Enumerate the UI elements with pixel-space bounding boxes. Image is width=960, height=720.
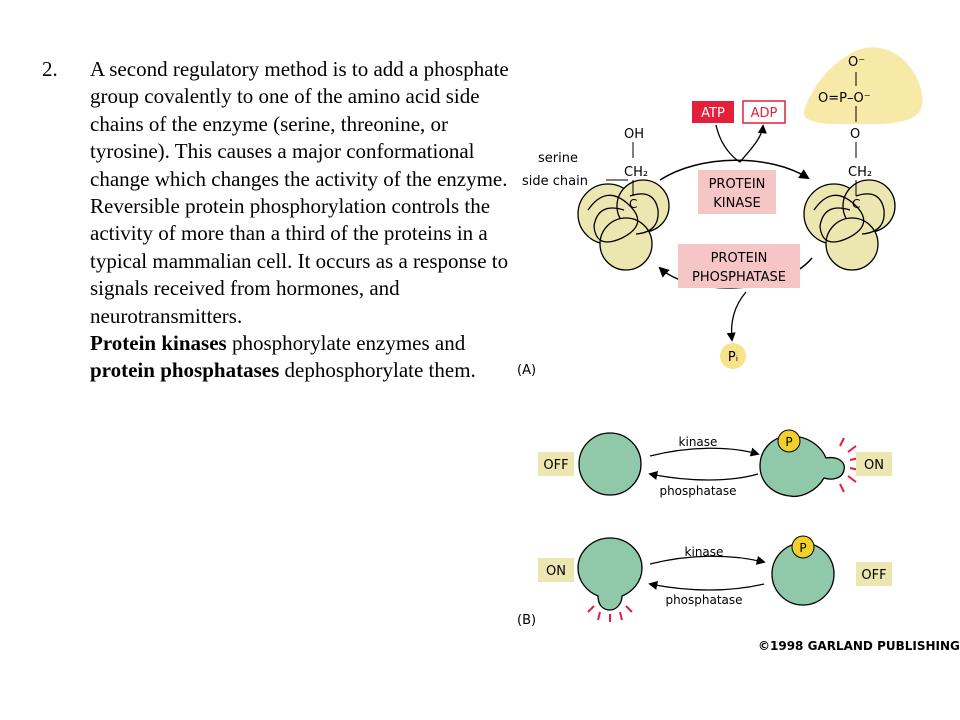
paragraph-kinases: Protein kinases phosphorylate enzymes an… <box>90 330 530 385</box>
o-link: O <box>850 127 860 142</box>
state-on-box <box>856 452 892 476</box>
serine-label: serine <box>538 151 578 166</box>
adp-box <box>742 100 786 124</box>
copyright-notice: ©1998 GARLAND PUBLISHING <box>758 639 960 653</box>
phosphate-center: O=P–O⁻ <box>818 91 871 106</box>
phosphatase-arrow-row1 <box>648 470 759 481</box>
pi-circle <box>720 343 746 369</box>
list-number: 2. <box>42 57 58 81</box>
kinase-label-1: PROTEIN <box>709 177 766 192</box>
paragraph-kinases-end: dephosphorylate them. <box>279 358 476 383</box>
kinase-box <box>698 170 776 214</box>
phosphate-p-label-row2: P <box>799 541 806 555</box>
oh-group: OH <box>624 127 644 142</box>
phosphatase-arrow-row2 <box>648 580 765 591</box>
kinase-label-row1: kinase <box>679 435 718 449</box>
panel-b-label: (B) <box>517 613 536 628</box>
side-chain-label: side chain <box>522 174 588 189</box>
term-protein-kinases: Protein kinases <box>90 331 227 356</box>
enzyme-on-shape-row2 <box>577 537 643 611</box>
adp-label: ADP <box>751 106 778 121</box>
atp-label: ATP <box>701 106 725 121</box>
pi-label: Pᵢ <box>728 350 738 365</box>
state-off-box-row2 <box>856 562 892 586</box>
state-on-label: ON <box>864 458 884 473</box>
phosphatase-label-2: PHOSPHATASE <box>692 270 786 285</box>
kinase-label-2: KINASE <box>713 196 760 211</box>
phosphate-blob <box>803 47 923 124</box>
phosphatase-box <box>678 244 800 288</box>
enzyme-on-shape <box>759 435 845 498</box>
phosphate-p-label: P <box>785 435 792 449</box>
atp-box <box>692 101 734 123</box>
phosphate-p-badge <box>777 429 801 453</box>
state-off-label-row2: OFF <box>861 568 886 583</box>
state-on-box-row2 <box>538 558 574 582</box>
kinase-label-row2: kinase <box>685 545 724 559</box>
phosphate-top-oxygen: O⁻ <box>848 55 865 70</box>
panel-b-row-2: ON kinase phosphatase P OFF (B) <box>517 535 892 628</box>
term-protein-phosphatases: protein phosphatases <box>90 358 280 383</box>
paragraph-reversible: Reversible protein phosphorylation contr… <box>90 194 509 328</box>
phosphatase-label-1: PROTEIN <box>711 251 768 266</box>
phosphate-p-badge-row2 <box>791 535 815 559</box>
atp-adp-arrow <box>715 124 767 163</box>
c-right: C <box>852 197 860 211</box>
activity-rays-row2 <box>587 605 633 622</box>
state-on-label-row2: ON <box>546 564 566 579</box>
kinase-arrow-row1 <box>649 447 760 457</box>
c-left: C <box>629 197 637 211</box>
phosphatase-label-row2: phosphatase <box>665 593 742 607</box>
protein-right-graphic <box>803 179 896 271</box>
enzyme-off-circle <box>578 432 642 496</box>
ch2-right: CH₂ <box>848 165 872 180</box>
paragraph-regulation: A second regulatory method is to add a p… <box>90 57 509 191</box>
ch2-left: CH₂ <box>624 165 648 180</box>
phosphatase-label-row1: phosphatase <box>659 484 736 498</box>
kinase-arrow-row2 <box>649 555 766 565</box>
kinase-arrow <box>659 159 810 181</box>
state-off-box <box>538 452 574 476</box>
panel-a-label: (A) <box>517 363 536 378</box>
paragraph-kinases-mid: phosphorylate enzymes and <box>226 331 466 356</box>
pi-arrow <box>726 291 747 342</box>
protein-left-graphic <box>577 179 670 271</box>
state-off-label: OFF <box>543 458 568 473</box>
panel-b-row-1: OFF kinase phosphatase P ON <box>538 429 892 498</box>
panel-a: serine side chain OH CH₂ C O⁻ O=P–O⁻ O C… <box>517 47 923 378</box>
slide-body: A second regulatory method is to add a p… <box>90 56 530 385</box>
